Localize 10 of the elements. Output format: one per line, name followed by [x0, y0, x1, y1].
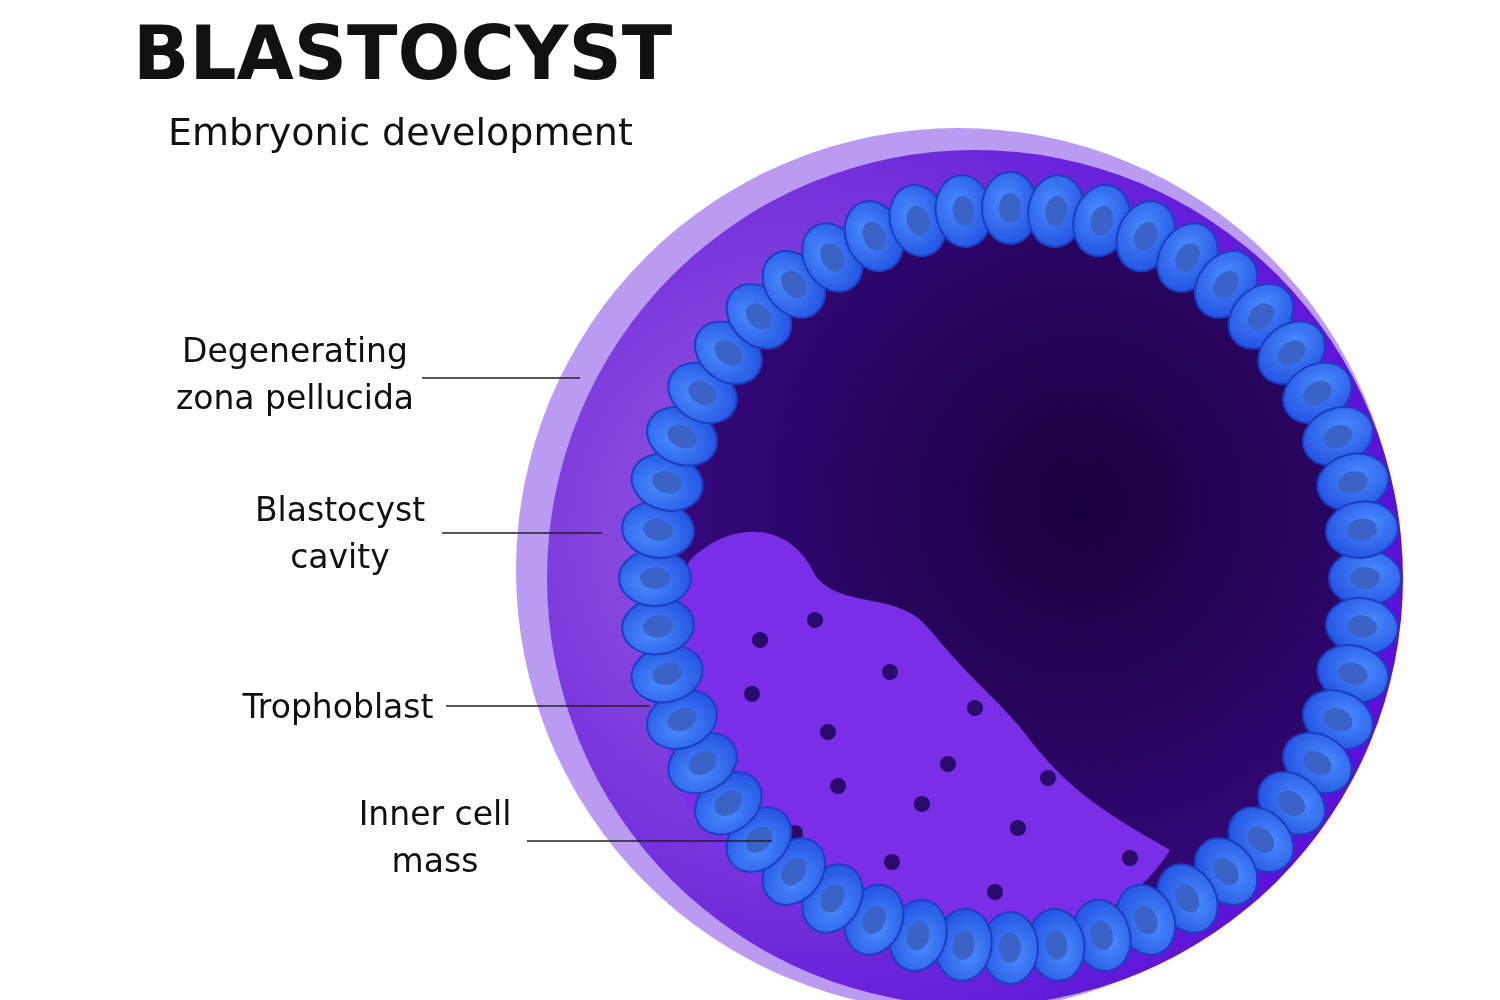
part-label: Trophoblast	[232, 683, 444, 730]
leader-line	[526, 840, 773, 842]
part-label: Inner cell mass	[345, 790, 525, 884]
leader-line	[421, 377, 581, 379]
part-label: Degenerating zona pellucida	[170, 327, 420, 421]
leader-line	[445, 705, 651, 707]
diagram-title: BLASTOCYST	[133, 9, 673, 98]
leader-line	[441, 532, 603, 534]
part-label: Blastocyst cavity	[240, 486, 440, 580]
subtitle: Embryonic development	[168, 109, 633, 156]
